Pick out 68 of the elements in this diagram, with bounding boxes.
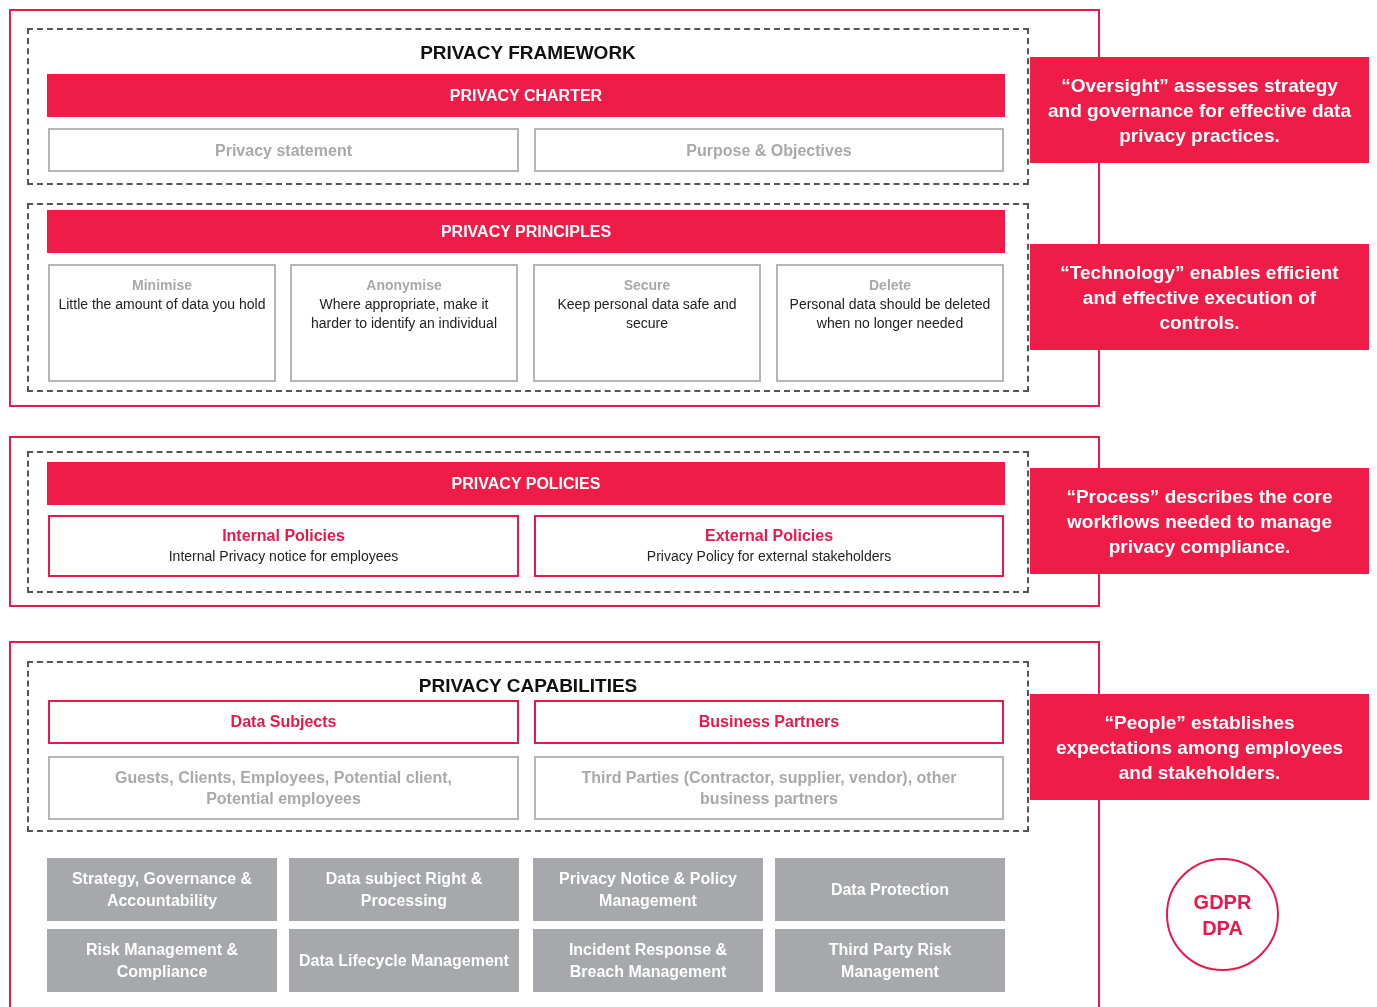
info-text: Third Parties (Contractor, supplier, vendor), other business partners: [580, 768, 958, 809]
policy-box: [48, 515, 519, 577]
badge-text: GDPR DPA: [1192, 889, 1253, 941]
capability-tile: [775, 858, 1005, 921]
info-box: [534, 128, 1004, 172]
callout-text: “Process” describes the core workflows needed to manage privacy compliance.: [1065, 484, 1334, 559]
group-title: PRIVACY CAPABILITIES: [418, 675, 638, 697]
principle-box: [533, 264, 761, 382]
dashed-group-box: [27, 451, 1029, 593]
capability-tile: [533, 858, 763, 921]
callout-box: [1030, 468, 1369, 574]
category-box: [48, 700, 519, 744]
badge-circle: [1166, 858, 1279, 971]
principle-description: Where appropriate, make it harder to identify an individual: [310, 295, 498, 333]
info-box: [48, 756, 519, 820]
principle-description: Little the amount of data you hold: [58, 295, 266, 314]
header-bar: [47, 462, 1005, 505]
principle-description: Keep personal data safe and secure: [556, 295, 738, 333]
dashed-group-box: [27, 28, 1029, 185]
info-box: [534, 756, 1004, 820]
callout-text: “Technology” enables efficient and effective execution of controls.: [1059, 260, 1340, 335]
callout-box: [1030, 57, 1369, 163]
principle-title: Secure: [623, 276, 671, 295]
capability-name: Data Protection: [830, 879, 950, 900]
category-title: Data Subjects: [230, 713, 337, 731]
callout-text: “People” establishes expectations among employees and stakeholders.: [1054, 710, 1345, 785]
header-title: PRIVACY POLICIES: [451, 474, 601, 493]
principle-title: Delete: [869, 276, 911, 295]
principle-description: Personal data should be deleted when no longer needed: [788, 295, 992, 333]
capability-tile: [775, 929, 1005, 992]
capability-name: Incident Response & Breach Management: [567, 939, 729, 982]
info-text: Privacy statement: [215, 140, 352, 161]
header-bar: [47, 210, 1005, 253]
policy-title: External Policies: [704, 526, 834, 546]
capability-tile: [47, 929, 277, 992]
policy-title: Internal Policies: [222, 526, 345, 546]
info-box: [48, 128, 519, 172]
header-title: PRIVACY PRINCIPLES: [440, 222, 612, 241]
header-bar: [47, 74, 1005, 117]
group-title: PRIVACY FRAMEWORK: [420, 42, 636, 64]
capability-name: Risk Management & Compliance: [84, 939, 239, 982]
capability-tile: [289, 858, 519, 921]
capability-tile: [289, 929, 519, 992]
capability-name: Third Party Risk Management: [827, 939, 953, 982]
dashed-group-box: [27, 661, 1029, 832]
info-text: Purpose & Objectives: [686, 140, 852, 161]
callout-box: [1030, 244, 1369, 350]
principle-box: [48, 264, 276, 382]
capability-name: Privacy Notice & Policy Management: [558, 868, 738, 911]
capability-name: Strategy, Governance & Accountability: [70, 868, 254, 911]
category-title: Business Partners: [698, 713, 840, 731]
policy-box: [534, 515, 1004, 577]
principle-title: Anonymise: [366, 276, 442, 295]
dashed-group-box: [27, 203, 1029, 392]
callout-text: “Oversight” assesses strategy and governance for effective data privacy practices.: [1046, 73, 1352, 148]
policy-description: Internal Privacy notice for employees: [168, 547, 399, 566]
capability-tile: [533, 929, 763, 992]
info-text: Guests, Clients, Employees, Potential client, Potential employees: [114, 768, 453, 809]
principle-title: Minimise: [132, 276, 192, 295]
policy-description: Privacy Policy for external stakeholders: [646, 547, 892, 566]
principle-box: [776, 264, 1004, 382]
principle-box: [290, 264, 518, 382]
capability-name: Data subject Right & Processing: [324, 868, 484, 911]
header-title: PRIVACY CHARTER: [449, 86, 603, 105]
category-box: [534, 700, 1004, 744]
callout-box: [1030, 694, 1369, 800]
capability-tile: [47, 858, 277, 921]
capability-name: Data Lifecycle Management: [299, 950, 509, 971]
